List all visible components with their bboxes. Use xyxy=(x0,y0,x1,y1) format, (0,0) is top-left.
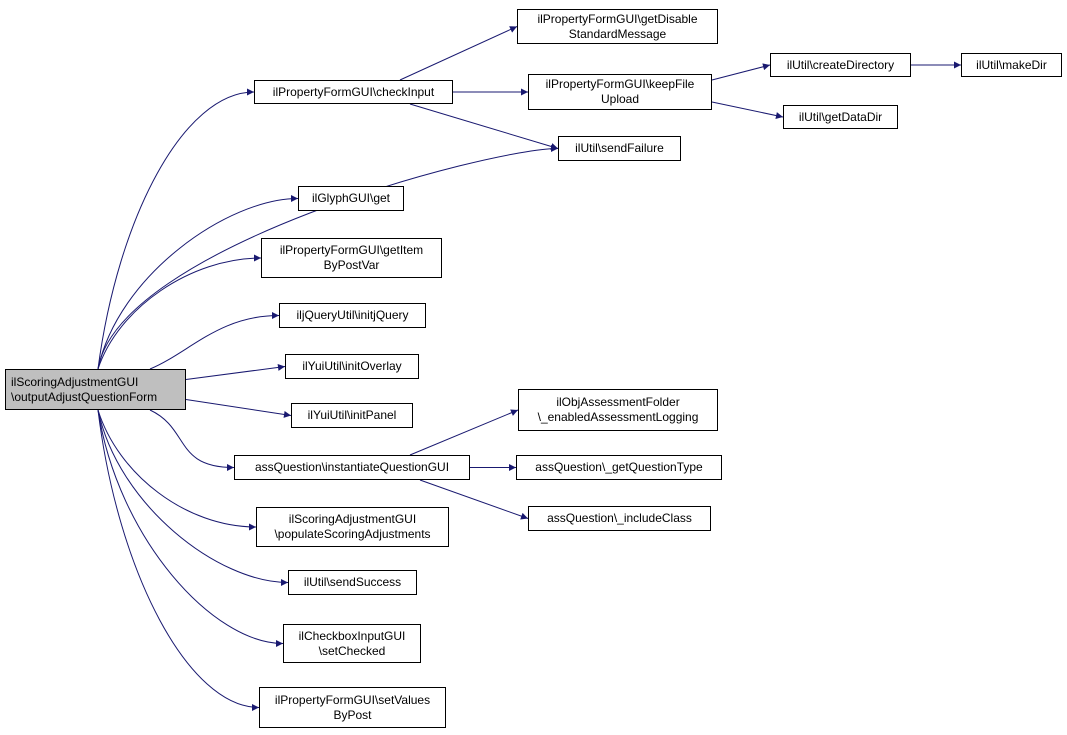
node-initPanel[interactable]: ilYuiUtil\initPanel xyxy=(291,403,413,428)
edge-root-to-setValues xyxy=(97,409,260,711)
node-setChecked[interactable]: ilCheckboxInputGUI\setChecked xyxy=(283,624,421,663)
edge-root-to-getItem xyxy=(97,254,262,370)
node-label: ilYuiUtil\initPanel xyxy=(307,408,397,422)
edge-root-to-setChecked xyxy=(97,409,284,647)
node-includeClass[interactable]: assQuestion\_includeClass xyxy=(528,506,711,531)
node-label: \outputAdjustQuestionForm xyxy=(11,389,158,404)
node-label: ilPropertyFormGUI\setValues xyxy=(274,692,431,707)
edge-root-to-sendSuccess xyxy=(97,409,289,586)
node-label: ilUtil\sendSuccess xyxy=(303,575,402,589)
node-initjQuery[interactable]: iljQueryUtil\initjQuery xyxy=(279,303,426,328)
node-instantiate[interactable]: assQuestion\instantiateQuestionGUI xyxy=(234,455,470,480)
node-getDataDir[interactable]: ilUtil\getDataDir xyxy=(783,105,898,129)
edge-root-to-checkInput xyxy=(97,88,255,370)
node-label: ilUtil\makeDir xyxy=(976,57,1047,72)
edge-root-to-populate xyxy=(97,409,257,531)
node-label: ilUtil\createDirectory xyxy=(786,57,895,72)
edge-checkInput-to-getDisable xyxy=(399,26,518,81)
edge-checkInput-to-sendFailure xyxy=(409,103,559,150)
node-label: ilUtil\getDataDir xyxy=(798,109,883,124)
node-initOverlay[interactable]: ilYuiUtil\initOverlay xyxy=(285,354,419,379)
edge-keepFile-to-createDirectory xyxy=(711,63,771,81)
node-getQuestionType[interactable]: assQuestion\_getQuestionType xyxy=(516,455,722,480)
edge-instantiate-to-enabledLogging xyxy=(409,409,519,456)
node-glyphGet[interactable]: ilGlyphGUI\get xyxy=(298,186,404,211)
node-label: ilUtil\sendFailure xyxy=(575,141,664,155)
node-label: assQuestion\_getQuestionType xyxy=(535,460,703,474)
edge-root-to-instantiate xyxy=(149,409,235,471)
node-root: ilScoringAdjustmentGUI\outputAdjustQuest… xyxy=(5,369,186,410)
node-label: ByPostVar xyxy=(323,258,380,272)
node-label: \_enabledAssessmentLogging xyxy=(537,410,699,424)
node-label: ilGlyphGUI\get xyxy=(311,191,391,205)
node-checkInput[interactable]: ilPropertyFormGUI\checkInput xyxy=(254,80,453,104)
node-label: ilPropertyFormGUI\getItem xyxy=(279,243,424,257)
node-label: ilPropertyFormGUI\keepFile xyxy=(545,77,695,91)
node-label: StandardMessage xyxy=(568,26,667,41)
node-label: ilYuiUtil\initOverlay xyxy=(302,359,402,373)
node-populate[interactable]: ilScoringAdjustmentGUI\populateScoringAd… xyxy=(256,507,449,547)
node-label: \populateScoringAdjustments xyxy=(274,527,431,541)
node-label: ilObjAssessmentFolder xyxy=(556,395,680,409)
node-label: Upload xyxy=(600,92,640,106)
edge-instantiate-to-includeClass xyxy=(419,479,529,520)
edge-keepFile-to-getDataDir xyxy=(711,101,784,119)
node-sendFailure[interactable]: ilUtil\sendFailure xyxy=(558,136,681,161)
edge-root-to-initjQuery xyxy=(149,312,280,370)
node-label: ilPropertyFormGUI\checkInput xyxy=(272,84,435,99)
edge-root-to-glyphGet xyxy=(97,195,299,370)
node-label: ilPropertyFormGUI\getDisable xyxy=(537,11,698,26)
edge-root-to-initPanel xyxy=(185,399,292,418)
node-label: assQuestion\instantiateQuestionGUI xyxy=(254,460,450,474)
node-label: assQuestion\_includeClass xyxy=(547,511,692,525)
node-sendSuccess[interactable]: ilUtil\sendSuccess xyxy=(288,570,417,595)
node-makeDir[interactable]: ilUtil\makeDir xyxy=(961,53,1062,77)
node-createDirectory[interactable]: ilUtil\createDirectory xyxy=(770,53,911,77)
node-enabledLogging[interactable]: ilObjAssessmentFolder\_enabledAssessment… xyxy=(518,389,718,431)
edge-root-to-initOverlay xyxy=(185,363,286,380)
node-label: ilScoringAdjustmentGUI xyxy=(11,374,139,389)
node-label: ilScoringAdjustmentGUI xyxy=(288,512,417,526)
node-label: iljQueryUtil\initjQuery xyxy=(296,308,409,322)
node-label: ByPost xyxy=(333,707,372,722)
node-label: ilCheckboxInputGUI xyxy=(298,628,406,643)
edge-root-to-sendFailure xyxy=(97,145,559,370)
node-label: \setChecked xyxy=(318,643,386,658)
